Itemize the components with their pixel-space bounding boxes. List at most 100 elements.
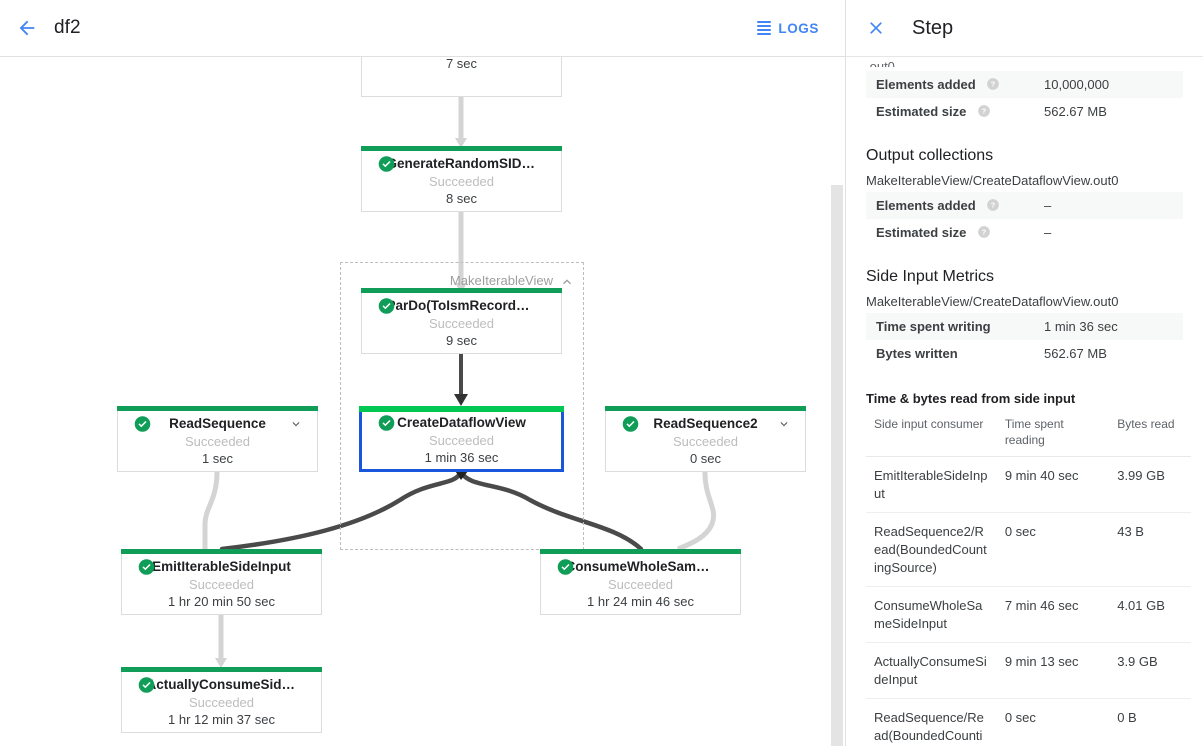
node-time: 1 hr 12 min 37 sec bbox=[168, 712, 275, 727]
top-app-bar: df2 LOGS bbox=[0, 0, 845, 57]
node-time: 0 sec bbox=[689, 451, 722, 466]
side-input-read-heading: Time & bytes read from side input bbox=[866, 391, 1076, 406]
node-time: 8 sec bbox=[445, 191, 478, 206]
node-status-bar bbox=[117, 406, 318, 411]
table-row: EmitIterableSideInput 9 min 40 sec 3.99 … bbox=[866, 456, 1191, 514]
table-row: Time spent writing 1 min 36 sec bbox=[866, 313, 1183, 340]
metric-label: Time spent writing bbox=[876, 319, 991, 334]
graph-node-generaterandomsidata[interactable]: GenerateRandomSIData Succeeded 8 sec bbox=[361, 146, 562, 212]
node-status-bar bbox=[361, 146, 562, 151]
metric-value: – bbox=[1044, 198, 1052, 213]
node-status: Succeeded bbox=[188, 695, 255, 710]
help-circle-icon[interactable]: ? bbox=[986, 198, 1000, 212]
chevron-down-icon[interactable] bbox=[289, 417, 303, 431]
node-status-bar bbox=[361, 288, 562, 293]
metric-value: 1 min 36 sec bbox=[1044, 319, 1118, 334]
graph-node-consumewholesamesideinput[interactable]: ConsumeWholeSameSi… Succeeded 1 hr 24 mi… bbox=[540, 549, 741, 615]
table-row: Elements added ? 10,000,000 bbox=[866, 71, 1183, 98]
graph-node-createdataflowview[interactable]: CreateDataflowView Succeeded 1 min 36 se… bbox=[359, 406, 564, 472]
node-status-bar bbox=[605, 406, 806, 411]
check-circle-icon bbox=[557, 558, 574, 575]
arrow-left-icon bbox=[19, 20, 35, 36]
node-status-bar bbox=[121, 549, 322, 554]
graph-scrollbar-thumb[interactable] bbox=[831, 185, 843, 746]
logs-icon bbox=[757, 21, 772, 35]
back-button[interactable] bbox=[12, 13, 42, 43]
side-input-metrics-heading: Side Input Metrics bbox=[866, 268, 995, 285]
node-title: ReadSequence bbox=[169, 416, 266, 431]
cell-bytes: 3.9 GB bbox=[1109, 642, 1191, 700]
graph-node-clipped-top[interactable]: Succeeded 7 sec bbox=[361, 57, 562, 97]
cell-consumer: ConsumeWholeSameSideInput bbox=[866, 586, 997, 644]
node-time: 9 sec bbox=[445, 333, 478, 348]
close-icon bbox=[870, 22, 882, 34]
metric-label: Estimated size bbox=[876, 104, 967, 119]
check-circle-icon bbox=[378, 414, 395, 431]
node-title: ReadSequence2 bbox=[653, 416, 758, 431]
svg-text:?: ? bbox=[982, 228, 987, 237]
job-title: df2 bbox=[54, 17, 81, 38]
graph-canvas[interactable]: MakeIterableView Succeeded bbox=[0, 57, 845, 746]
metric-label: Elements added bbox=[876, 198, 976, 213]
logs-button[interactable]: LOGS bbox=[753, 15, 823, 42]
step-panel-body[interactable]: .out0 Elements added ? 10,000,000 bbox=[846, 58, 1203, 746]
step-panel-header: Step bbox=[846, 0, 1203, 57]
cell-bytes: 4.01 GB bbox=[1109, 586, 1191, 644]
job-graph-pane: df2 LOGS bbox=[0, 0, 845, 746]
table-row: ActuallyConsumeSideInput 9 min 13 sec 3.… bbox=[866, 642, 1191, 700]
metric-value: – bbox=[1044, 225, 1052, 240]
node-time: 1 sec bbox=[201, 451, 234, 466]
graph-node-readsequence2[interactable]: ReadSequence2 Succeeded 0 sec bbox=[605, 406, 806, 472]
help-circle-icon[interactable]: ? bbox=[986, 77, 1000, 91]
column-header-consumer: Side input consumer bbox=[866, 410, 997, 458]
output-collection-name: MakeIterableView/CreateDataflowView.out0 bbox=[866, 173, 1119, 188]
check-circle-icon bbox=[378, 297, 395, 314]
node-title: CreateDataflowView bbox=[397, 415, 526, 430]
metric-label: Estimated size bbox=[876, 225, 967, 240]
output-collections-table: Elements added ? – Estimated size bbox=[866, 192, 1183, 246]
metric-value: 562.67 MB bbox=[1044, 104, 1107, 119]
table-row: Estimated size ? 562.67 MB bbox=[866, 98, 1183, 125]
cell-time: 0 sec bbox=[996, 698, 1110, 746]
cell-time: 9 min 40 sec bbox=[996, 456, 1110, 514]
graph-node-pardo-toismrecordfor[interactable]: ParDo(ToIsmRecordFor… Succeeded 9 sec bbox=[361, 288, 562, 354]
node-status: Succeeded bbox=[428, 174, 495, 189]
help-circle-icon[interactable]: ? bbox=[977, 225, 991, 239]
node-title: ActuallyConsumeSideI… bbox=[146, 677, 297, 692]
table-row: Estimated size ? – bbox=[866, 219, 1183, 246]
output-collections-heading: Output collections bbox=[866, 147, 994, 164]
graph-node-emititerablesideinput[interactable]: EmitIterableSideInput Succeeded 1 hr 20 … bbox=[121, 549, 322, 615]
cell-time: 7 min 46 sec bbox=[996, 586, 1110, 644]
help-circle-icon[interactable]: ? bbox=[977, 104, 991, 118]
side-input-collection-name: MakeIterableView/CreateDataflowView.out0 bbox=[866, 294, 1119, 309]
graph-scrollbar[interactable] bbox=[830, 117, 843, 746]
metric-label: Elements added bbox=[876, 77, 976, 92]
table-row: Bytes written 562.67 MB bbox=[866, 340, 1183, 367]
chevron-up-icon[interactable] bbox=[559, 274, 575, 290]
clipped-collection-name: .out0 bbox=[866, 59, 895, 67]
cell-consumer: EmitIterableSideInput bbox=[866, 456, 997, 514]
node-title: GenerateRandomSIData bbox=[386, 156, 537, 171]
check-circle-icon bbox=[138, 676, 155, 693]
node-time: 1 hr 24 min 46 sec bbox=[587, 594, 694, 609]
table-row: ConsumeWholeSameSideInput 7 min 46 sec 4… bbox=[866, 586, 1191, 644]
metric-value: 10,000,000 bbox=[1044, 77, 1110, 92]
node-status: Succeeded bbox=[607, 577, 674, 592]
group-makeiterableview[interactable]: MakeIterableView bbox=[340, 262, 584, 550]
cell-bytes: 3.99 GB bbox=[1109, 456, 1191, 514]
cell-time: 0 sec bbox=[996, 512, 1110, 588]
chevron-down-icon[interactable] bbox=[777, 417, 791, 431]
graph-node-actuallyconsumesideinput[interactable]: ActuallyConsumeSideI… Succeeded 1 hr 12 … bbox=[121, 667, 322, 733]
svg-text:?: ? bbox=[982, 107, 987, 116]
check-circle-icon bbox=[378, 155, 395, 172]
cell-bytes: 43 B bbox=[1109, 512, 1191, 588]
node-time: 1 hr 20 min 50 sec bbox=[168, 594, 275, 609]
cell-consumer: ActuallyConsumeSideInput bbox=[866, 642, 997, 700]
graph-node-readsequence[interactable]: ReadSequence Succeeded 1 sec bbox=[117, 406, 318, 472]
cell-consumer: ReadSequence/Read(BoundedCountingSource) bbox=[866, 698, 997, 746]
metric-value: 562.67 MB bbox=[1044, 346, 1107, 361]
node-status-bar bbox=[540, 549, 741, 554]
node-status: Succeeded bbox=[428, 433, 495, 448]
close-button[interactable] bbox=[862, 14, 890, 42]
check-circle-icon bbox=[622, 415, 639, 432]
